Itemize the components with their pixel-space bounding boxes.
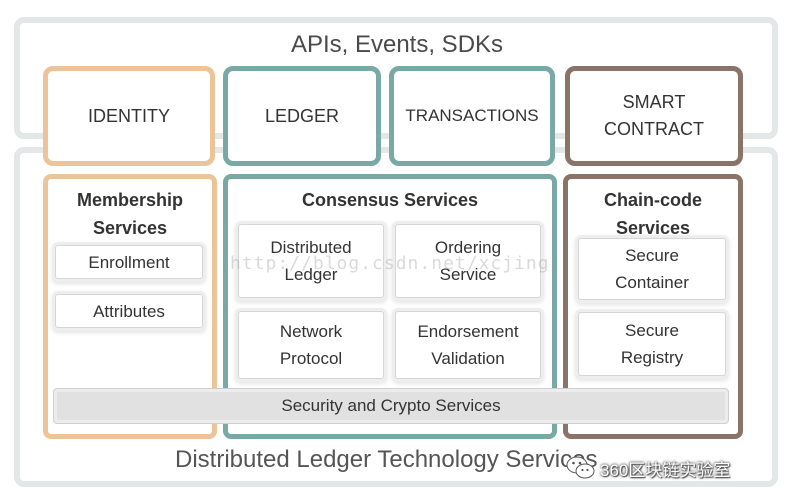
identity-header-label: IDENTITY	[87, 105, 170, 126]
dlt-layer-label: Distributed Ledger Technology Services	[175, 446, 598, 473]
distributed-ledger-label: Distributed Ledger	[270, 238, 352, 284]
attributes-label: Attributes	[93, 301, 165, 321]
wechat-logo-icon	[566, 456, 595, 479]
secure-container-card: Secure Container	[578, 238, 726, 300]
smart-contract-header: SMART CONTRACT	[565, 66, 743, 166]
apis-layer-label: APIs, Events, SDKs	[290, 31, 504, 58]
endorsement-validation-card: Endorsement Validation	[395, 311, 541, 379]
consensus-services-title: Consensus Services	[301, 190, 479, 210]
security-crypto-services-label: Security and Crypto Services	[281, 396, 501, 415]
endorsement-validation-label: Endorsement Validation	[417, 322, 519, 368]
watermark-url: http://blog.csdn.net/xcjing	[230, 253, 550, 274]
attributes-card: Attributes	[55, 294, 203, 328]
secure-registry-label: Secure Registry	[620, 321, 684, 367]
ledger-header-label: LEDGER	[264, 105, 340, 126]
transactions-header-label: TRANSACTIONS	[405, 106, 539, 126]
network-protocol-label: Network Protocol	[279, 322, 343, 368]
wechat-watermark-label: 360区块链实验室	[600, 460, 731, 480]
enrollment-card: Enrollment	[55, 245, 203, 279]
chaincode-services-title: Chain-code Services	[603, 190, 702, 238]
security-crypto-services-bar: Security and Crypto Services	[53, 388, 729, 424]
distributed-ledger-card: Distributed Ledger	[238, 224, 384, 298]
smart-contract-header-label: SMART CONTRACT	[604, 92, 704, 139]
ordering-service-label: Ordering Service	[434, 238, 502, 284]
secure-container-label: Secure Container	[615, 246, 689, 292]
ordering-service-card: Ordering Service	[395, 224, 541, 298]
secure-registry-card: Secure Registry	[578, 312, 726, 376]
network-protocol-card: Network Protocol	[238, 311, 384, 379]
ledger-header: LEDGER	[223, 66, 381, 166]
transactions-header: TRANSACTIONS	[389, 66, 555, 166]
enrollment-label: Enrollment	[88, 252, 170, 272]
membership-services-title: Membership Services	[76, 190, 184, 238]
identity-header: IDENTITY	[43, 66, 215, 166]
wechat-watermark: 360区块链实验室	[566, 455, 730, 481]
